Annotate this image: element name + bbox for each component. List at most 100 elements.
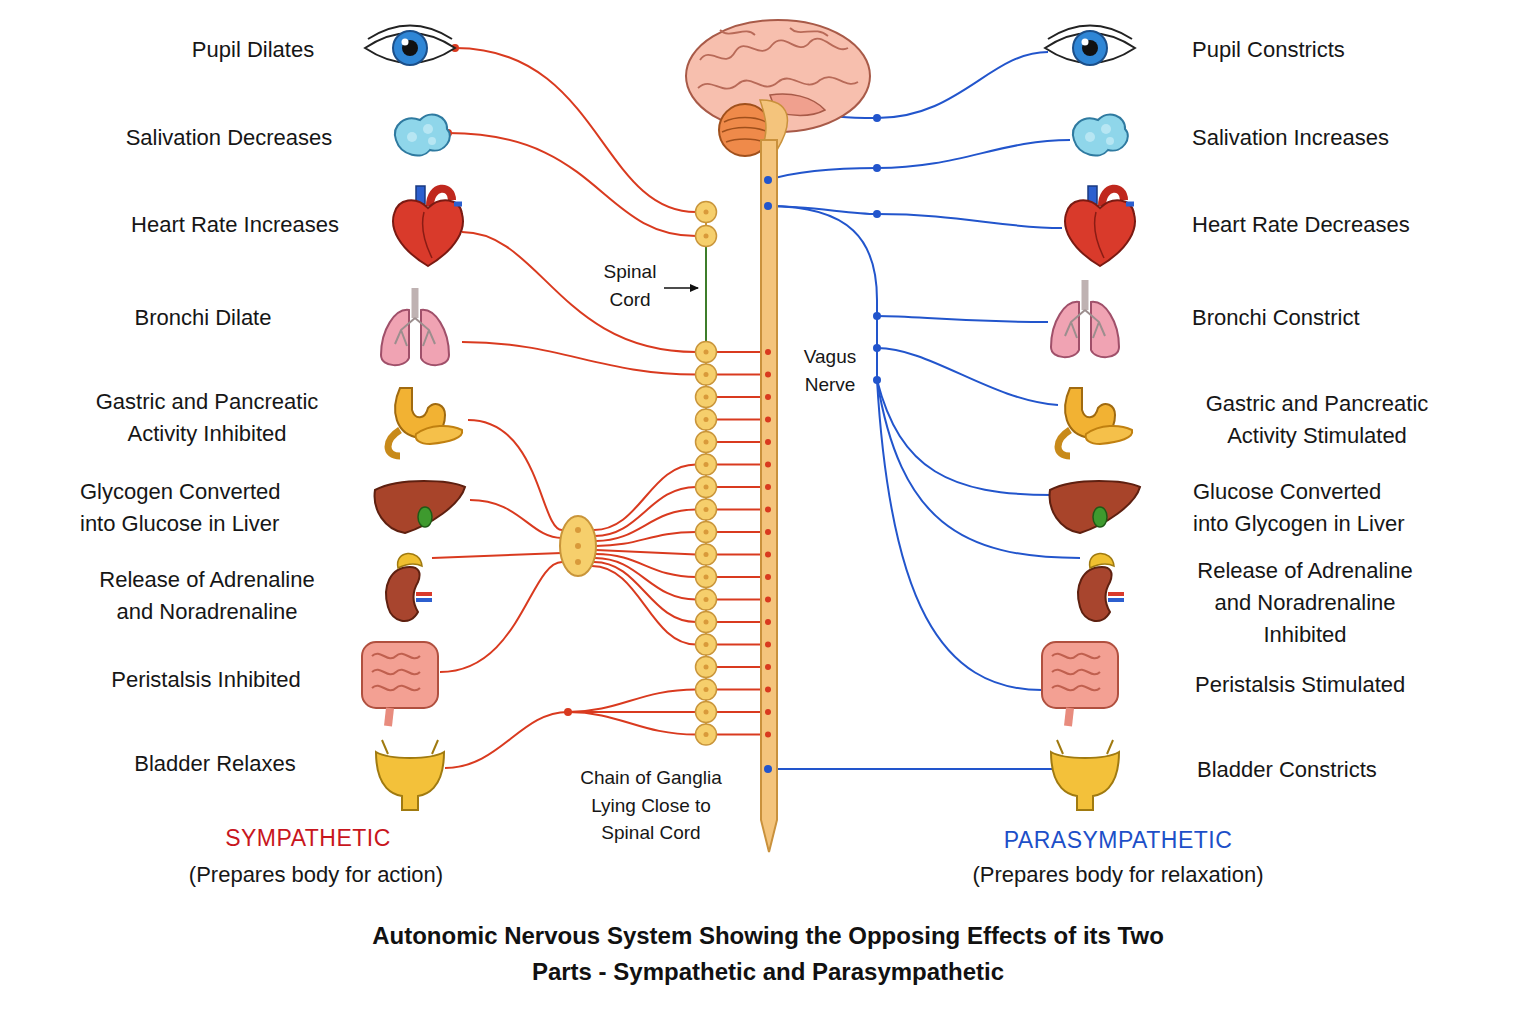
sympathetic-nerve-part — [596, 510, 696, 542]
celiac-ganglion-part — [560, 516, 596, 576]
vagus-dot-part — [873, 312, 881, 320]
lungs-icon — [381, 288, 449, 365]
ganglia-chain-part-part — [704, 210, 709, 215]
sympathetic-nerve-part — [448, 133, 696, 236]
ganglia-chain-part-part — [704, 234, 709, 239]
stomach-pancreas-icon — [1058, 388, 1132, 456]
effect-label: Gastric and Pancreatic Activity Inhibite… — [77, 386, 337, 450]
cord-dot-part-part — [765, 552, 771, 558]
sympathetic-nerve — [432, 48, 768, 768]
parasympathetic-nerve-part — [877, 348, 1058, 405]
sympathetic-nerve-part — [462, 232, 696, 352]
vagus-dot-part — [873, 164, 881, 172]
salivary-gland-icon — [1073, 115, 1128, 156]
parasympathetic-nerve-part — [768, 768, 1052, 770]
ganglia-chain-part-part — [696, 454, 717, 475]
spinal-cord — [760, 100, 787, 852]
cord-dot-part-part — [765, 687, 771, 693]
nerve-dot-part — [564, 708, 572, 716]
cord-dot-part-part — [765, 394, 771, 400]
part-label: Chain of Ganglia Lying Close to Spinal C… — [566, 764, 736, 847]
lungs-icon — [1051, 280, 1119, 357]
sympathetic-nerve-part — [596, 532, 696, 546]
parasympathetic-nerve-part — [877, 380, 1080, 558]
sympathetic-nerve-part — [568, 712, 696, 735]
sympathetic-nerve-part — [432, 553, 562, 558]
brain-part — [698, 77, 858, 89]
brain-part — [722, 118, 768, 143]
brain-part — [700, 39, 848, 60]
bladder-icon — [1051, 740, 1119, 810]
division-heading: SYMPATHETIC — [158, 824, 458, 852]
stomach-pancreas-icon — [388, 388, 462, 456]
sympathetic-nerve-part — [568, 690, 696, 713]
heart-icon — [393, 186, 463, 266]
ganglia-chain-part-part — [696, 522, 717, 543]
cord-dot-part-part — [765, 664, 771, 670]
celiac-ganglion — [560, 516, 596, 576]
cord-dot-part-part — [765, 597, 771, 603]
cord-dot-part-part — [765, 439, 771, 445]
ganglia-chain-part-part — [704, 642, 709, 647]
cord-dot-part-part — [765, 507, 771, 513]
ganglia-chain-part-part — [696, 477, 717, 498]
ganglia-chain-part-part — [696, 544, 717, 565]
ganglia-chain-part-part — [696, 387, 717, 408]
parasympathetic-nerve-part — [768, 140, 1070, 180]
ganglia-chain-part-part — [696, 226, 717, 247]
effect-label: Gastric and Pancreatic Activity Stimulat… — [1187, 388, 1447, 452]
ganglia-chain-part-part — [704, 485, 709, 490]
parasympathetic-nerve-part — [877, 380, 1052, 495]
ganglia-chain-part-part — [704, 665, 709, 670]
cord-dot-part — [765, 349, 771, 738]
ganglia-chain-part-part — [696, 589, 717, 610]
ganglia-chain-part — [705, 246, 707, 342]
ganglia-chain-part-part — [696, 657, 717, 678]
ganglia-chain-part-part — [696, 679, 717, 700]
ganglia-chain-part — [704, 210, 709, 738]
intestine-icon — [1042, 642, 1118, 726]
effect-label: Heart Rate Increases — [75, 209, 395, 241]
effect-label: Bronchi Constrict — [1192, 302, 1452, 334]
ganglia-chain-part-part — [704, 507, 709, 512]
ganglia-chain-part-part — [696, 634, 717, 655]
cord-dot-part-part — [765, 642, 771, 648]
brain-part — [720, 28, 828, 36]
diagram-title: Autonomic Nervous System Showing the Opp… — [353, 918, 1183, 990]
sympathetic-nerve-part — [445, 712, 568, 768]
ganglia-chain-part-part — [704, 620, 709, 625]
cord-dot-part-part — [765, 349, 771, 355]
kidney-adrenal-icon — [386, 553, 432, 621]
cord-dot-part-part — [765, 619, 771, 625]
cord-dot-part-part — [765, 372, 771, 378]
heart-icon — [1065, 186, 1135, 266]
division-note: (Prepares body for relaxation) — [948, 859, 1288, 891]
ganglia-chain-part-part — [704, 597, 709, 602]
celiac-ganglion-part — [575, 559, 581, 565]
ganglia-chain-part — [696, 202, 717, 746]
ganglia-chain-part-part — [704, 372, 709, 377]
celiac-ganglion-part — [575, 527, 581, 533]
effect-label: Pupil Constricts — [1192, 34, 1492, 66]
intestine-icon — [362, 642, 438, 726]
nerve-dot — [444, 44, 572, 716]
liver-icon — [1050, 481, 1140, 533]
ganglia-chain-part-part — [696, 724, 717, 745]
sympathetic-nerve-part — [440, 562, 562, 672]
effect-label: Release of Adrenaline and Noradrenaline … — [1188, 555, 1423, 651]
effect-label: Peristalsis Stimulated — [1195, 669, 1495, 701]
effect-label: Peristalsis Inhibited — [56, 664, 356, 696]
ganglia-chain-part-part — [704, 732, 709, 737]
vagus-dot-part — [873, 210, 881, 218]
effect-label: Bladder Relaxes — [85, 748, 345, 780]
sympathetic-nerve-part — [594, 562, 696, 622]
effect-label: Heart Rate Decreases — [1192, 209, 1512, 241]
effect-label: Bronchi Dilate — [73, 302, 333, 334]
cord-dot-part — [764, 765, 772, 773]
sympathetic-nerve-part — [455, 48, 696, 212]
cord-dot-part-part — [765, 529, 771, 535]
sympathetic-nerve-part — [470, 500, 562, 538]
ganglia-chain-part-part — [704, 395, 709, 400]
parasympathetic-nerve-part — [877, 316, 1048, 322]
